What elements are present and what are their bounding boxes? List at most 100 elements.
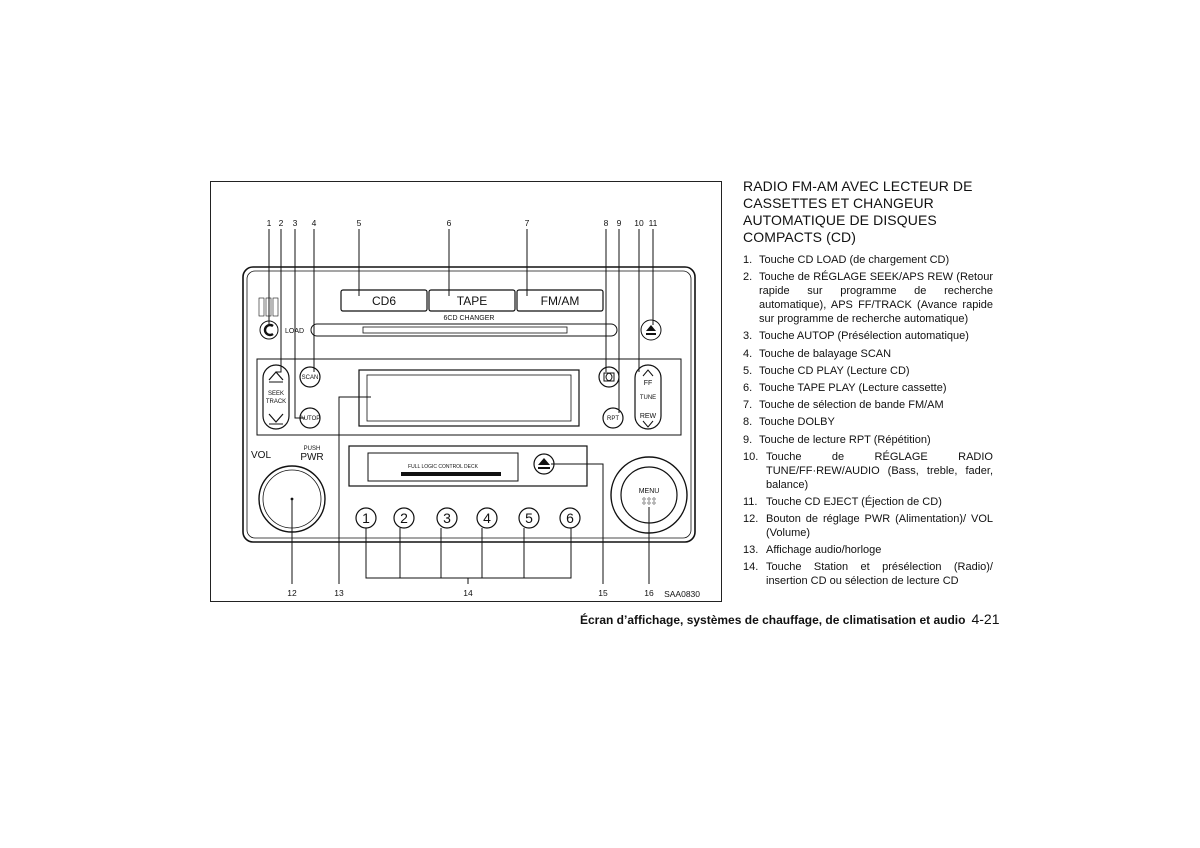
radio-figure: CD6 TAPE FM/AM 6CD CHANGER LOAD SEEK TRA…	[210, 181, 722, 602]
callout-number: 13	[334, 588, 344, 598]
logo-mark-3	[272, 297, 279, 317]
vol-label: VOL	[251, 450, 271, 461]
preset-label: 2	[400, 510, 408, 526]
callout-number: 7	[525, 218, 530, 228]
preset-button-3[interactable]	[436, 507, 458, 529]
callout-lines-bottom	[291, 396, 650, 584]
item-list: 1. Touche CD LOAD (de chargement CD) 2. Tou…	[743, 253, 993, 588]
control-band	[256, 358, 682, 436]
list-item-number: 9.	[743, 433, 753, 446]
list-item: 13. Affichage audio/horloge	[743, 543, 993, 557]
list-item-text: Touche de sélection de bande FM/AM	[759, 399, 944, 412]
list-item-text: Affichage audio/horloge	[766, 544, 882, 557]
cd-slot-opening	[362, 326, 568, 334]
preset-label: 6	[566, 510, 574, 526]
list-item: 2. Touche de RÉGLAGE SEEK/APS REW (Retour…	[743, 270, 993, 326]
menu-dots-icon	[642, 497, 656, 505]
list-item-number: 5.	[743, 364, 753, 377]
push-label: PUSH	[304, 446, 321, 452]
list-item: 9. Touche de lecture RPT (Répétition)	[743, 433, 993, 447]
list-item-number: 13.	[743, 544, 759, 557]
seek-track-rocker[interactable]	[262, 364, 290, 430]
preset-label: 5	[525, 510, 533, 526]
list-item-text: Touche de RÉGLAGE RADIO TUNE/FF·REW/AUDI…	[766, 450, 993, 491]
radio-panel-inner-outline	[246, 270, 692, 539]
callout-number: 2	[279, 218, 284, 228]
radio-diagram: CD6 TAPE FM/AM 6CD CHANGER LOAD SEEK TRA…	[242, 218, 700, 599]
tune-rocker[interactable]	[634, 364, 662, 430]
list-item-number: 11.	[743, 495, 758, 508]
callout-lines-top	[268, 229, 654, 419]
tape-label: TAPE	[457, 294, 487, 308]
cd-eject-button[interactable]	[640, 319, 662, 341]
callout-number: 14	[463, 588, 473, 598]
list-item-text: Touche DOLBY	[759, 416, 835, 429]
preset-button-2[interactable]	[393, 507, 415, 529]
preset-button-6[interactable]	[559, 507, 581, 529]
ff-label: FF	[644, 380, 653, 387]
footer-chapter: Écran d’affichage, systèmes de chauffage…	[580, 613, 966, 627]
scan-label: SCAN	[302, 375, 319, 381]
callout-number: 16	[644, 588, 654, 598]
changer-label: 6CD CHANGER	[444, 315, 495, 322]
list-item-text: Touche de lecture RPT (Répétition)	[759, 433, 931, 446]
tape-eject-icon	[538, 458, 550, 469]
tape-button[interactable]	[428, 289, 516, 312]
list-item-text: Touche de balayage SCAN	[759, 347, 892, 360]
description-column: RADIO FM-AM AVEC LECTEUR DE CASSETTES ET…	[743, 178, 993, 592]
list-item: 3.Touche AUTOP (Présélection automatique…	[743, 329, 993, 343]
list-item: 11. Touche CD EJECT (Éjection de CD)	[743, 495, 993, 509]
fm-am-button[interactable]	[516, 289, 604, 312]
list-item-number: 4.	[743, 347, 753, 360]
cd6-button[interactable]	[340, 289, 428, 312]
deck-bar	[401, 472, 501, 476]
seek-up-icon	[268, 371, 284, 381]
callout-number: 1	[267, 218, 272, 228]
list-item: 8.Touche DOLBY	[743, 415, 993, 429]
cd-slot	[310, 323, 618, 337]
rew-down-icon	[642, 420, 654, 428]
list-item-number: 10.	[743, 450, 759, 463]
autop-label: AUTOP	[300, 416, 321, 422]
fm-am-label: FM/AM	[541, 294, 580, 308]
list-item-text: Touche de RÉGLAGE SEEK/APS REW (Retour r…	[759, 271, 993, 326]
list-item-text: Bouton de réglage PWR (Alimentation)/ VO…	[766, 513, 993, 540]
list-item: 10. Touche de RÉGLAGE RADIO TUNE/FF·REW/A…	[743, 450, 993, 492]
figure-code: SAA0830	[664, 589, 700, 599]
list-item-text: Touche CD PLAY (Lecture CD)	[759, 364, 910, 377]
scan-button[interactable]	[299, 366, 321, 388]
cassette-deck	[348, 445, 588, 487]
tune-label: TUNE	[640, 395, 656, 401]
seek-down-icon	[268, 413, 284, 423]
callout-number: 4	[312, 218, 317, 228]
rpt-label: RPT	[607, 416, 619, 422]
callout-number: 5	[357, 218, 362, 228]
list-item-number: 1.	[743, 254, 753, 266]
track-label: TRACK	[266, 399, 286, 405]
list-item-number: 2.	[743, 271, 753, 284]
preset-button-4[interactable]	[476, 507, 498, 529]
callout-number: 15	[598, 588, 608, 598]
preset-button-5[interactable]	[518, 507, 540, 529]
list-item-number: 7.	[743, 399, 753, 412]
list-item: 6.Touche TAPE PLAY (Lecture cassette)	[743, 381, 993, 395]
rpt-button[interactable]	[602, 407, 624, 429]
audio-display-screen	[366, 374, 572, 422]
list-item-text: Touche CD EJECT (Éjection de CD)	[766, 495, 942, 508]
callout-number: 10	[634, 218, 644, 228]
load-icon	[263, 323, 274, 337]
list-item: 7. Touche de sélection de bande FM/AM	[743, 398, 993, 412]
cd6-label: CD6	[372, 294, 396, 308]
rew-label: REW	[640, 413, 657, 420]
list-item: 12.Bouton de réglage PWR (Alimentation)/…	[743, 512, 993, 540]
list-item-text: Touche TAPE PLAY (Lecture cassette)	[759, 381, 947, 394]
list-item: 4. Touche de balayage SCAN	[743, 347, 993, 361]
list-item: 1. Touche CD LOAD (de chargement CD)	[743, 253, 993, 267]
list-item-text: Touche CD LOAD (de chargement CD)	[759, 254, 950, 266]
dolby-icon	[603, 372, 615, 382]
dolby-button[interactable]	[598, 366, 620, 388]
ff-up-icon	[642, 369, 654, 377]
page-number: 4-21	[971, 611, 1000, 627]
